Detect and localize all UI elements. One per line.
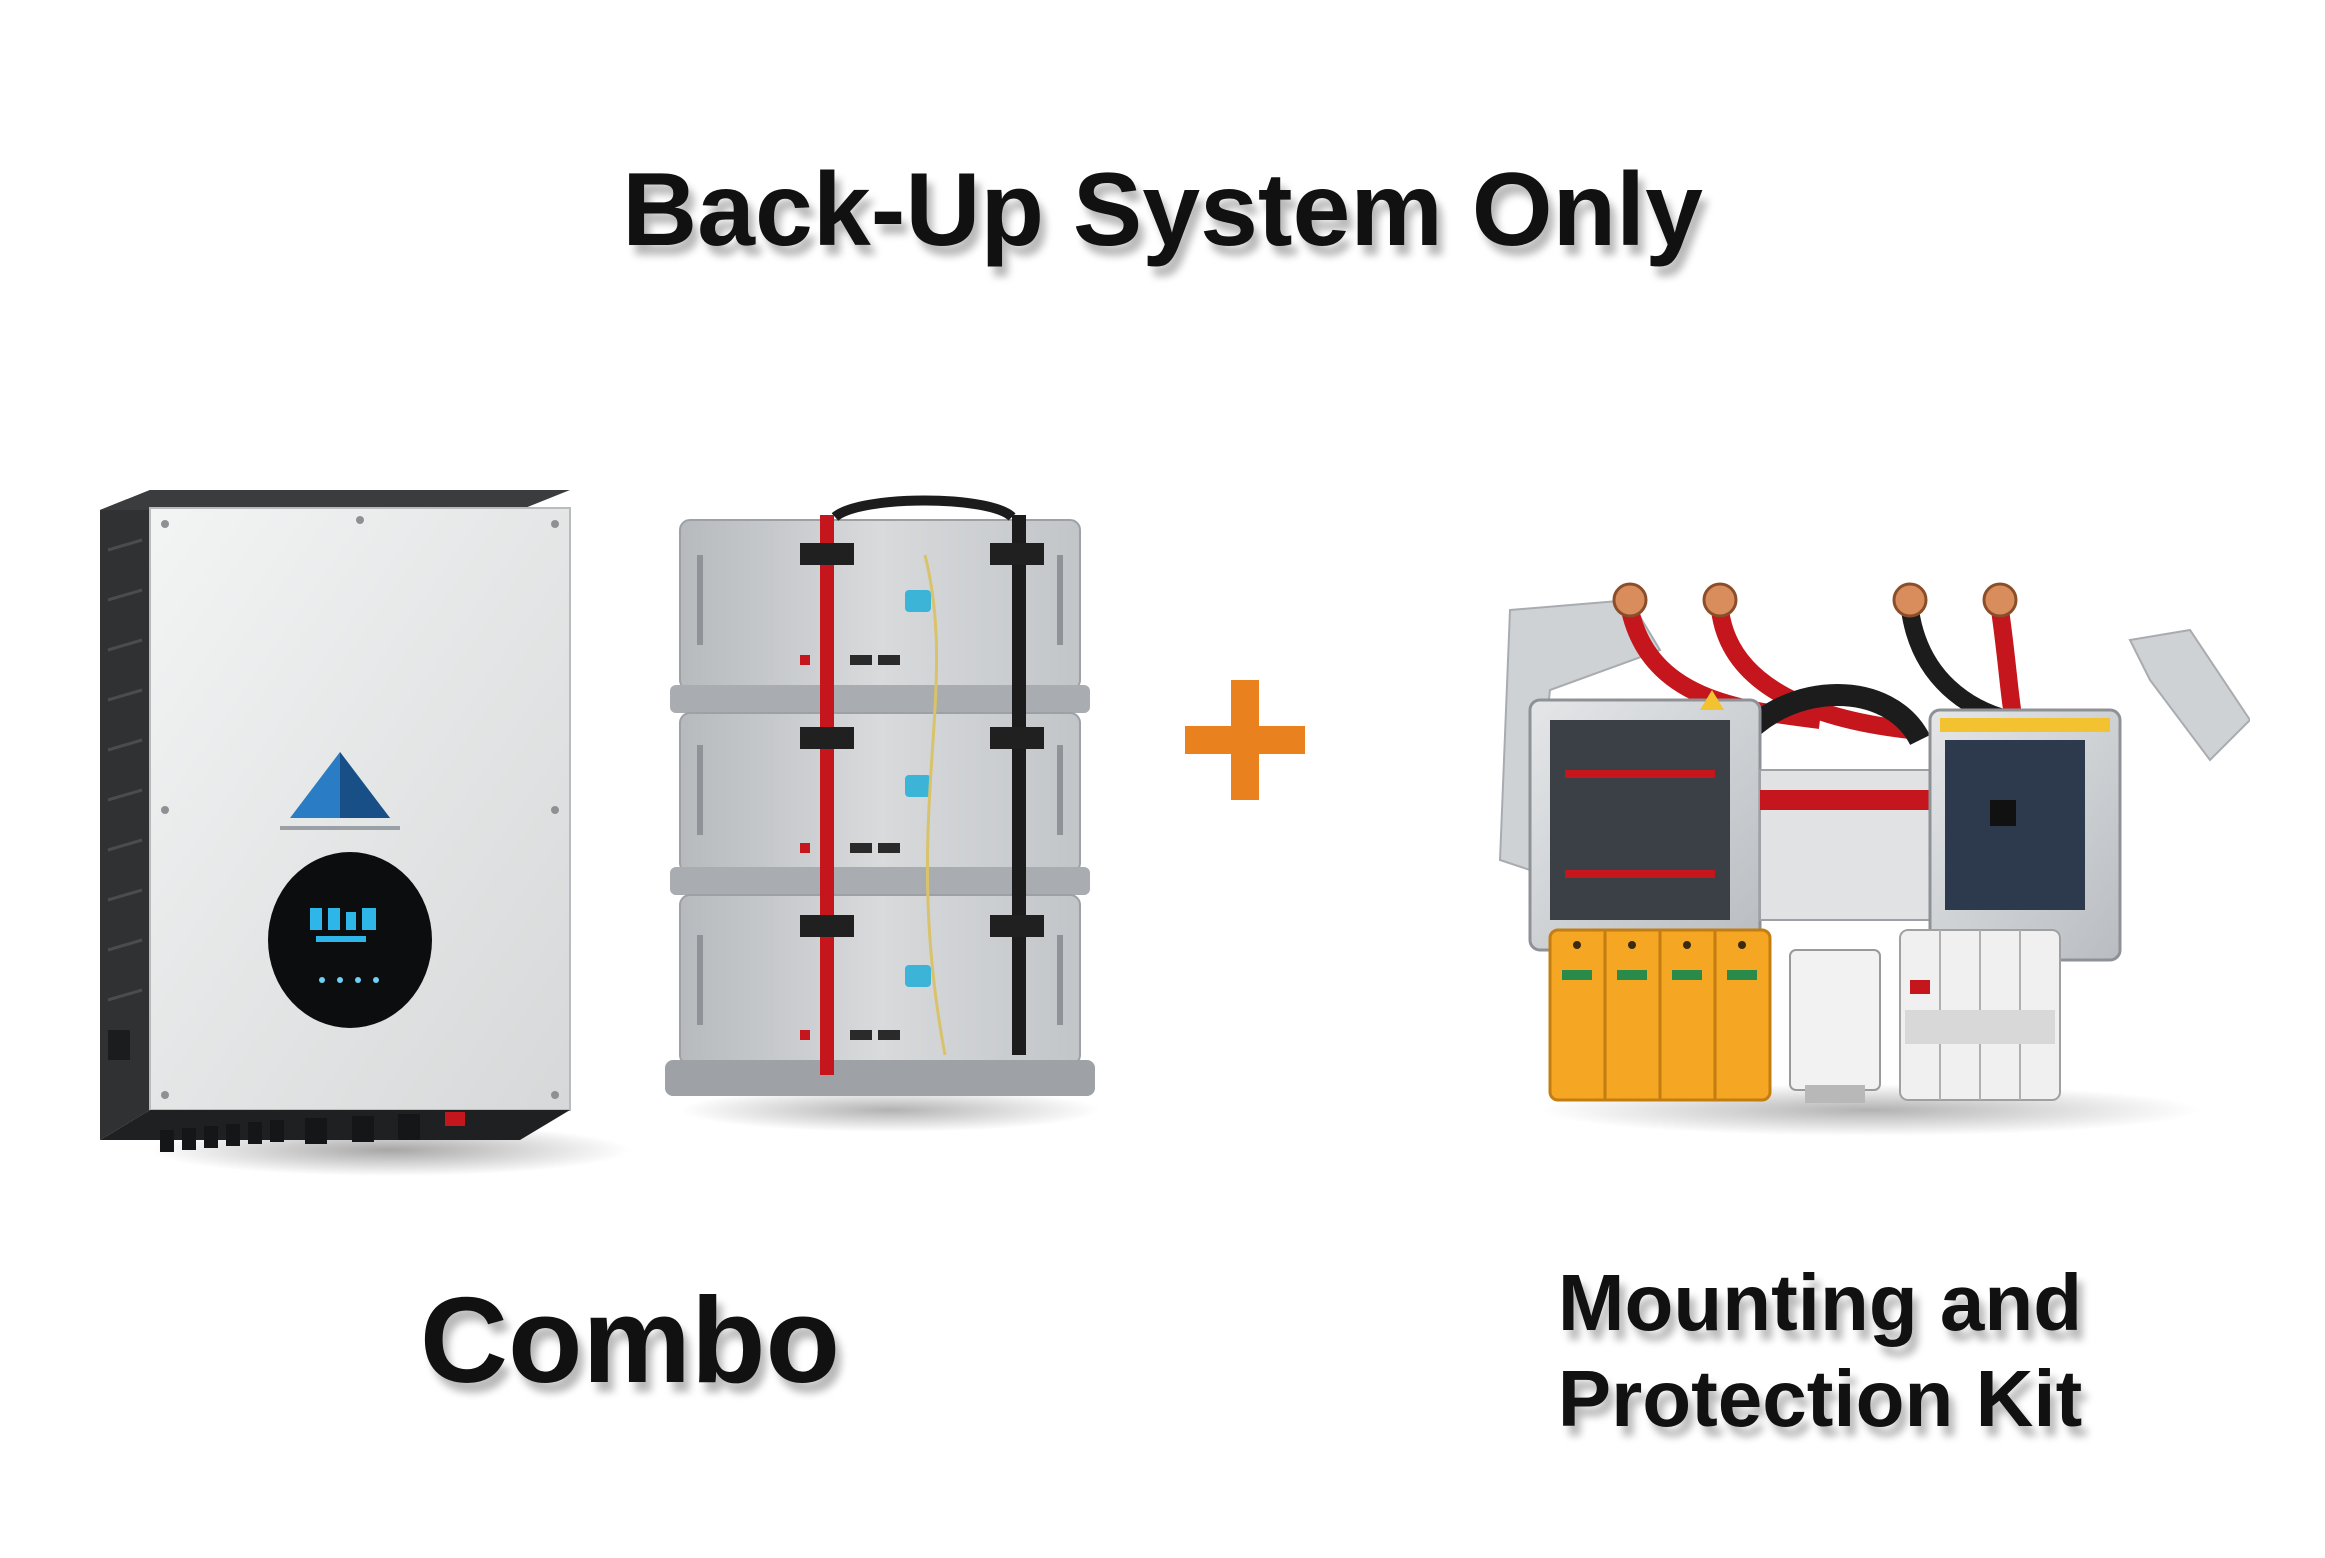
kit-label-line-2: Protection Kit	[1557, 1354, 2083, 1443]
kit-label-line-1: Mounting and	[1557, 1258, 2083, 1347]
combo-label: Combo	[419, 1272, 841, 1408]
plus-icon	[1185, 680, 1305, 800]
kit-label: Mounting and Protection Kit	[1450, 1255, 2190, 1447]
protection-kit-icon	[1498, 582, 2250, 1136]
page-title: Back-Up System Only	[622, 152, 1703, 268]
battery-stack-icon	[665, 495, 1100, 1132]
inverter-icon	[100, 490, 630, 1176]
